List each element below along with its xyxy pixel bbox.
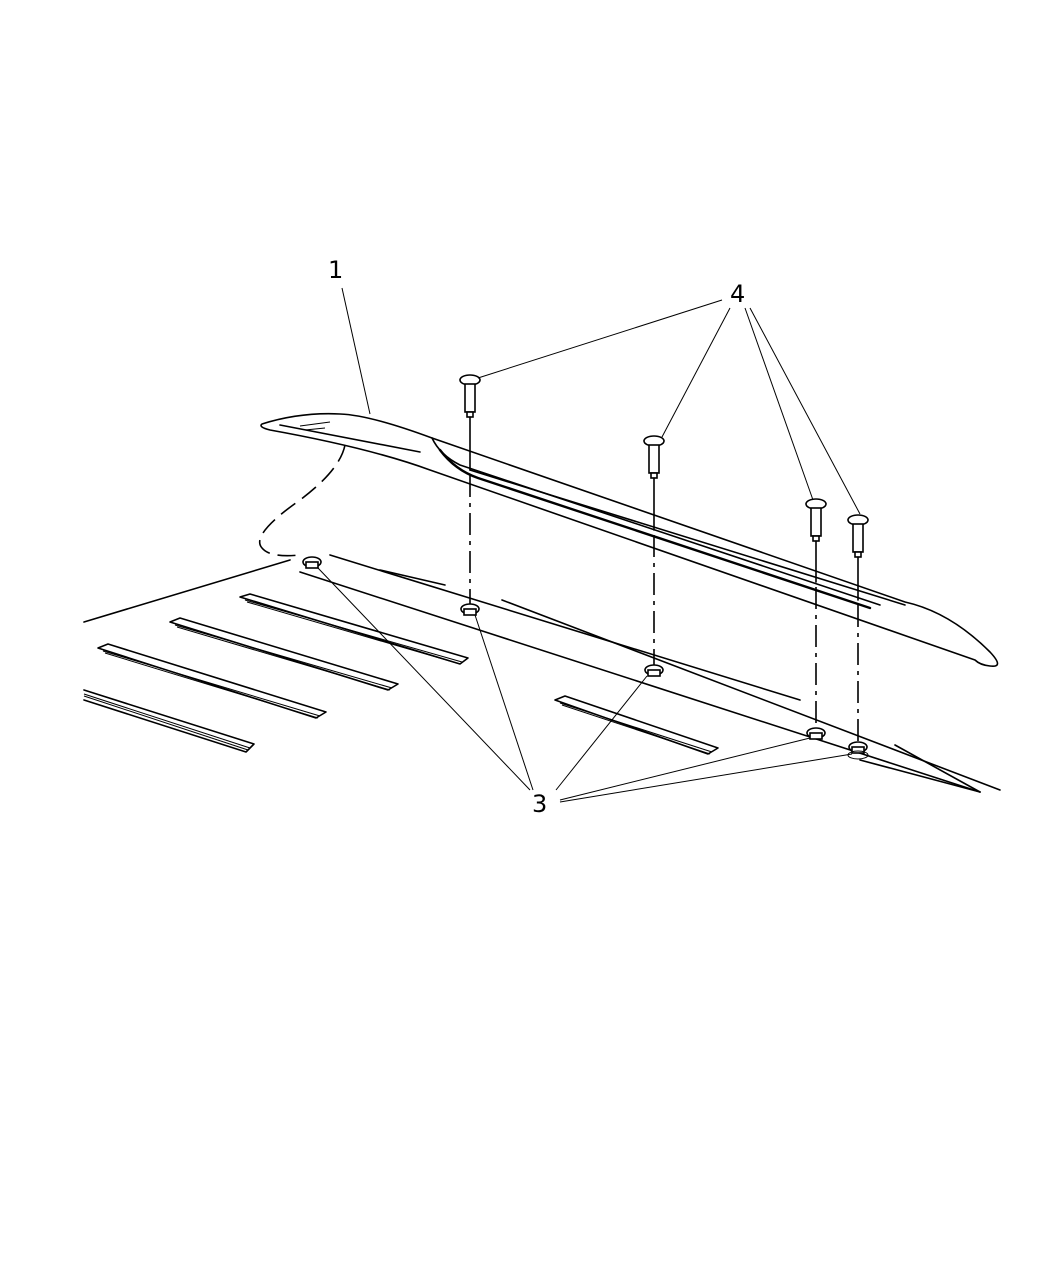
bolt-icon [643, 435, 665, 479]
callout-1: 1 [328, 256, 344, 284]
bolt-icon [805, 498, 827, 542]
nut-icon [644, 664, 664, 677]
leader-lines [317, 287, 861, 803]
bolt-icon [847, 514, 869, 558]
nut-icon [460, 603, 480, 616]
roof-rail [260, 412, 999, 668]
nut-icon [806, 727, 826, 740]
assembly-centerlines [469, 416, 859, 742]
roof-panel [83, 554, 1001, 793]
bolt-icon [459, 374, 481, 418]
nut-icon [302, 556, 322, 569]
phantom-line [258, 444, 346, 557]
nut-icon [847, 741, 869, 760]
callout-3: 3 [532, 790, 548, 818]
roof-strips [83, 593, 719, 755]
callout-4: 4 [730, 280, 746, 308]
nuts [302, 556, 869, 760]
